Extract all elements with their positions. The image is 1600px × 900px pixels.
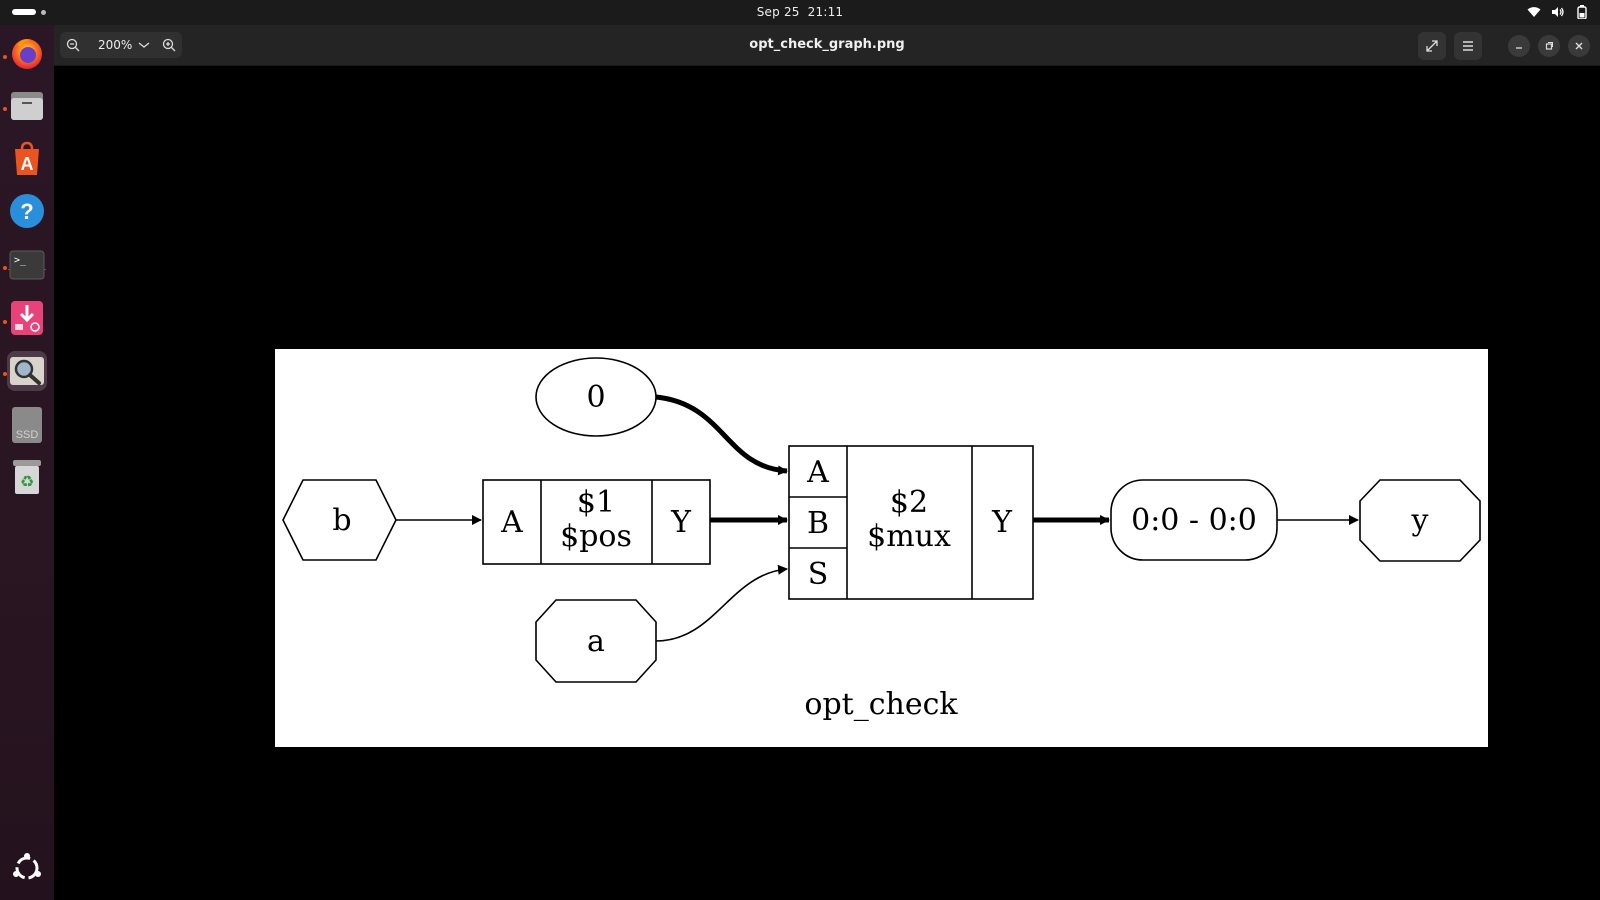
top-bar: Sep 25 21:11 — [0, 0, 1600, 25]
window-title: opt_check_graph.png — [749, 37, 905, 52]
svg-text:?: ? — [20, 199, 33, 224]
zoom-in-icon — [163, 38, 176, 52]
zoom-out-button[interactable] — [60, 32, 86, 58]
wifi-icon — [1526, 4, 1542, 20]
cell-pos-port-y: Y — [670, 505, 692, 540]
zoom-controls: 200% — [60, 32, 183, 58]
running-indicator — [3, 266, 7, 270]
cell-pos-port-a: A — [500, 505, 523, 540]
workspace-dot — [41, 9, 46, 15]
zoom-out-icon — [66, 38, 80, 52]
cell-pos-type: $pos — [560, 519, 632, 554]
cell-pos: A $1 $pos Y — [482, 479, 711, 565]
close-button[interactable] — [1568, 35, 1590, 57]
dock: A ? >_ — [0, 25, 54, 900]
slice-node: 0:0 - 0:0 — [1110, 479, 1278, 561]
terminal-icon: >_ — [9, 250, 45, 280]
minimize-icon — [1516, 47, 1522, 49]
header-actions — [1418, 32, 1590, 60]
svg-text:>_: >_ — [14, 255, 27, 266]
drive-icon: SSD — [12, 407, 42, 443]
dock-app-center[interactable]: A — [7, 139, 47, 179]
dock-files[interactable] — [7, 86, 47, 126]
input-port-b: b — [282, 479, 397, 561]
clock-date: Sep 25 — [756, 5, 800, 19]
cell-mux-type: $mux — [867, 519, 951, 554]
edge-const-to-mux-a — [655, 394, 788, 476]
running-indicator — [3, 372, 7, 376]
output-port-y: y — [1359, 479, 1481, 562]
edge-a-to-mux-s — [655, 564, 788, 642]
dock-image-viewer[interactable] — [7, 351, 47, 391]
const-node-label: 0 — [586, 380, 605, 415]
show-apps-button[interactable] — [7, 848, 47, 888]
running-indicator — [3, 107, 7, 111]
main-menu-button[interactable] — [1454, 32, 1482, 60]
close-icon — [1575, 42, 1583, 50]
trash-icon: ♻ — [13, 460, 41, 494]
image-canvas[interactable]: 0 b a y A $1 — [54, 66, 1600, 900]
zoom-in-button[interactable] — [156, 32, 183, 58]
cell-mux-port-s: S — [808, 557, 829, 592]
system-tray[interactable] — [1526, 4, 1590, 20]
clock-time: 21:11 — [807, 5, 844, 19]
files-icon — [11, 92, 43, 120]
restore-button[interactable] — [1538, 35, 1560, 57]
installer-icon — [11, 301, 43, 335]
input-port-a-label: a — [587, 624, 605, 659]
chevron-down-icon — [138, 42, 150, 48]
help-icon: ? — [10, 194, 44, 228]
input-port-a: a — [535, 599, 657, 683]
dock-help[interactable]: ? — [7, 191, 47, 231]
restore-icon — [1545, 42, 1553, 50]
dock-trash[interactable]: ♻ — [7, 457, 47, 497]
app-center-icon: A — [15, 141, 39, 175]
cell-mux-port-b: B — [807, 506, 829, 541]
minimize-button[interactable] — [1508, 35, 1530, 57]
input-port-b-label: b — [332, 503, 351, 538]
output-port-y-label: y — [1411, 503, 1429, 538]
graph-title: opt_check — [804, 687, 958, 722]
ubuntu-logo-icon — [13, 853, 41, 880]
displayed-image: 0 b a y A $1 — [275, 349, 1488, 747]
cell-mux: A B S $2 $mux Y — [788, 445, 1034, 600]
slice-node-label: 0:0 - 0:0 — [1131, 503, 1257, 538]
netlist-graph: 0 b a y A $1 — [282, 357, 1481, 722]
zoom-level-value: 200% — [98, 38, 133, 52]
dock-ssd[interactable]: SSD — [7, 405, 47, 445]
dock-terminal[interactable]: >_ — [7, 245, 47, 285]
svg-text:SSD: SSD — [16, 429, 39, 441]
workspace-pill — [12, 9, 36, 15]
cell-mux-id: $2 — [890, 485, 928, 520]
firefox-icon — [12, 39, 42, 69]
battery-icon — [1574, 4, 1590, 20]
cell-mux-port-y: Y — [991, 505, 1013, 540]
fullscreen-button[interactable] — [1418, 32, 1446, 60]
clock[interactable]: Sep 25 21:11 — [0, 0, 1600, 25]
zoom-level-dropdown[interactable]: 200% — [86, 32, 157, 58]
svg-text:A: A — [21, 154, 34, 174]
running-indicator — [3, 320, 7, 324]
dock-firefox[interactable] — [7, 33, 47, 73]
image-viewer-icon — [10, 357, 44, 385]
volume-icon — [1550, 4, 1566, 20]
dock-installer[interactable] — [7, 298, 47, 338]
cell-pos-id: $1 — [577, 485, 615, 520]
activities-indicator[interactable] — [12, 9, 46, 15]
fullscreen-icon — [1426, 40, 1438, 52]
running-indicator — [3, 55, 7, 59]
cell-mux-port-a: A — [806, 455, 829, 490]
hamburger-menu-icon — [1463, 41, 1473, 51]
viewer-header: 200% opt_check_graph.png — [54, 25, 1600, 66]
svg-text:♻: ♻ — [20, 472, 34, 491]
const-node-0: 0 — [535, 357, 657, 437]
